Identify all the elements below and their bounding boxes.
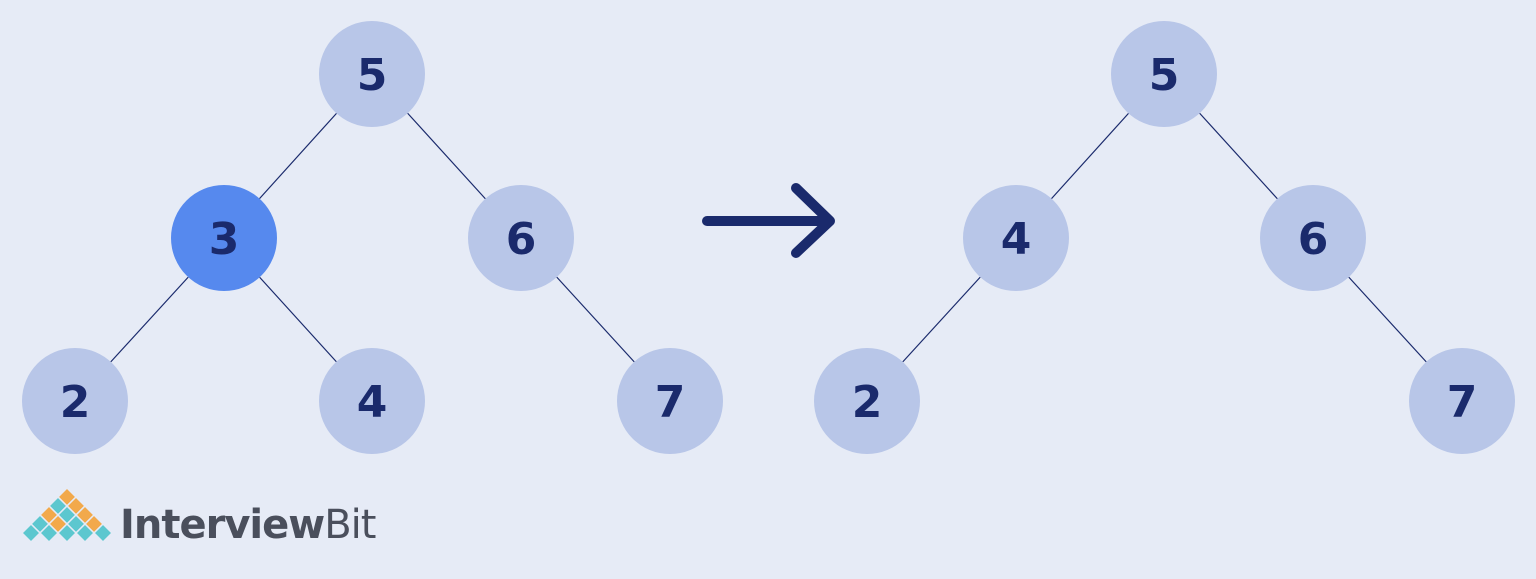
arrow-right-icon xyxy=(702,183,835,258)
before-node-label: 7 xyxy=(655,377,686,428)
brand-text-bold: Interview xyxy=(120,502,325,548)
after-node-4: 4 xyxy=(963,185,1069,291)
before-node-circle xyxy=(22,348,128,454)
before-node-circle xyxy=(468,185,574,291)
before-edge-b3-b2 xyxy=(110,276,189,363)
before-node-7: 7 xyxy=(617,348,723,454)
before-node-circle xyxy=(171,185,277,291)
logo-diamond-icon xyxy=(56,522,78,544)
before-node-circle xyxy=(617,348,723,454)
tree-edges xyxy=(110,112,1427,363)
after-node-6: 6 xyxy=(1260,185,1366,291)
before-edge-b5-b6 xyxy=(407,112,486,200)
after-node-circle xyxy=(814,348,920,454)
before-node-6: 6 xyxy=(468,185,574,291)
after-edge-a5-a6 xyxy=(1199,112,1278,200)
after-edge-a6-a7 xyxy=(1348,276,1427,363)
before-node-2: 2 xyxy=(22,348,128,454)
interviewbit-logo-icon xyxy=(20,486,114,544)
before-edge-b5-b3 xyxy=(259,112,337,200)
logo-diamond-icon xyxy=(74,522,96,544)
before-node-5: 5 xyxy=(319,21,425,127)
before-node-circle xyxy=(319,348,425,454)
before-edge-b3-b4 xyxy=(259,276,337,363)
after-node-label: 5 xyxy=(1149,50,1180,101)
logo-diamond-icon xyxy=(92,522,114,544)
before-node-4: 4 xyxy=(319,348,425,454)
before-node-label: 6 xyxy=(506,214,537,265)
after-node-5: 5 xyxy=(1111,21,1217,127)
after-node-circle xyxy=(1260,185,1366,291)
after-edge-a4-a2 xyxy=(902,276,981,363)
after-node-2: 2 xyxy=(814,348,920,454)
before-node-circle xyxy=(319,21,425,127)
after-node-circle xyxy=(1111,21,1217,127)
brand-text-regular: Bit xyxy=(324,502,376,548)
after-node-circle xyxy=(963,185,1069,291)
before-edge-b6-b7 xyxy=(556,276,635,363)
after-node-label: 7 xyxy=(1447,377,1478,428)
before-node-label: 3 xyxy=(209,214,240,265)
after-node-label: 4 xyxy=(1001,214,1032,265)
after-node-label: 2 xyxy=(852,377,883,428)
tree-nodes: 5 3 6 2 4 7 5 4 6 2 7 xyxy=(22,21,1515,454)
before-node-label: 2 xyxy=(60,377,91,428)
before-node-label: 5 xyxy=(357,50,388,101)
after-node-7: 7 xyxy=(1409,348,1515,454)
after-edge-a5-a4 xyxy=(1051,112,1129,200)
before-node-3: 3 xyxy=(171,185,277,291)
brand-wordmark: InterviewBit xyxy=(120,500,376,550)
after-node-circle xyxy=(1409,348,1515,454)
before-node-label: 4 xyxy=(357,377,388,428)
logo-diamond-icon xyxy=(38,522,60,544)
logo-diamond-icon xyxy=(20,522,42,544)
after-node-label: 6 xyxy=(1298,214,1329,265)
